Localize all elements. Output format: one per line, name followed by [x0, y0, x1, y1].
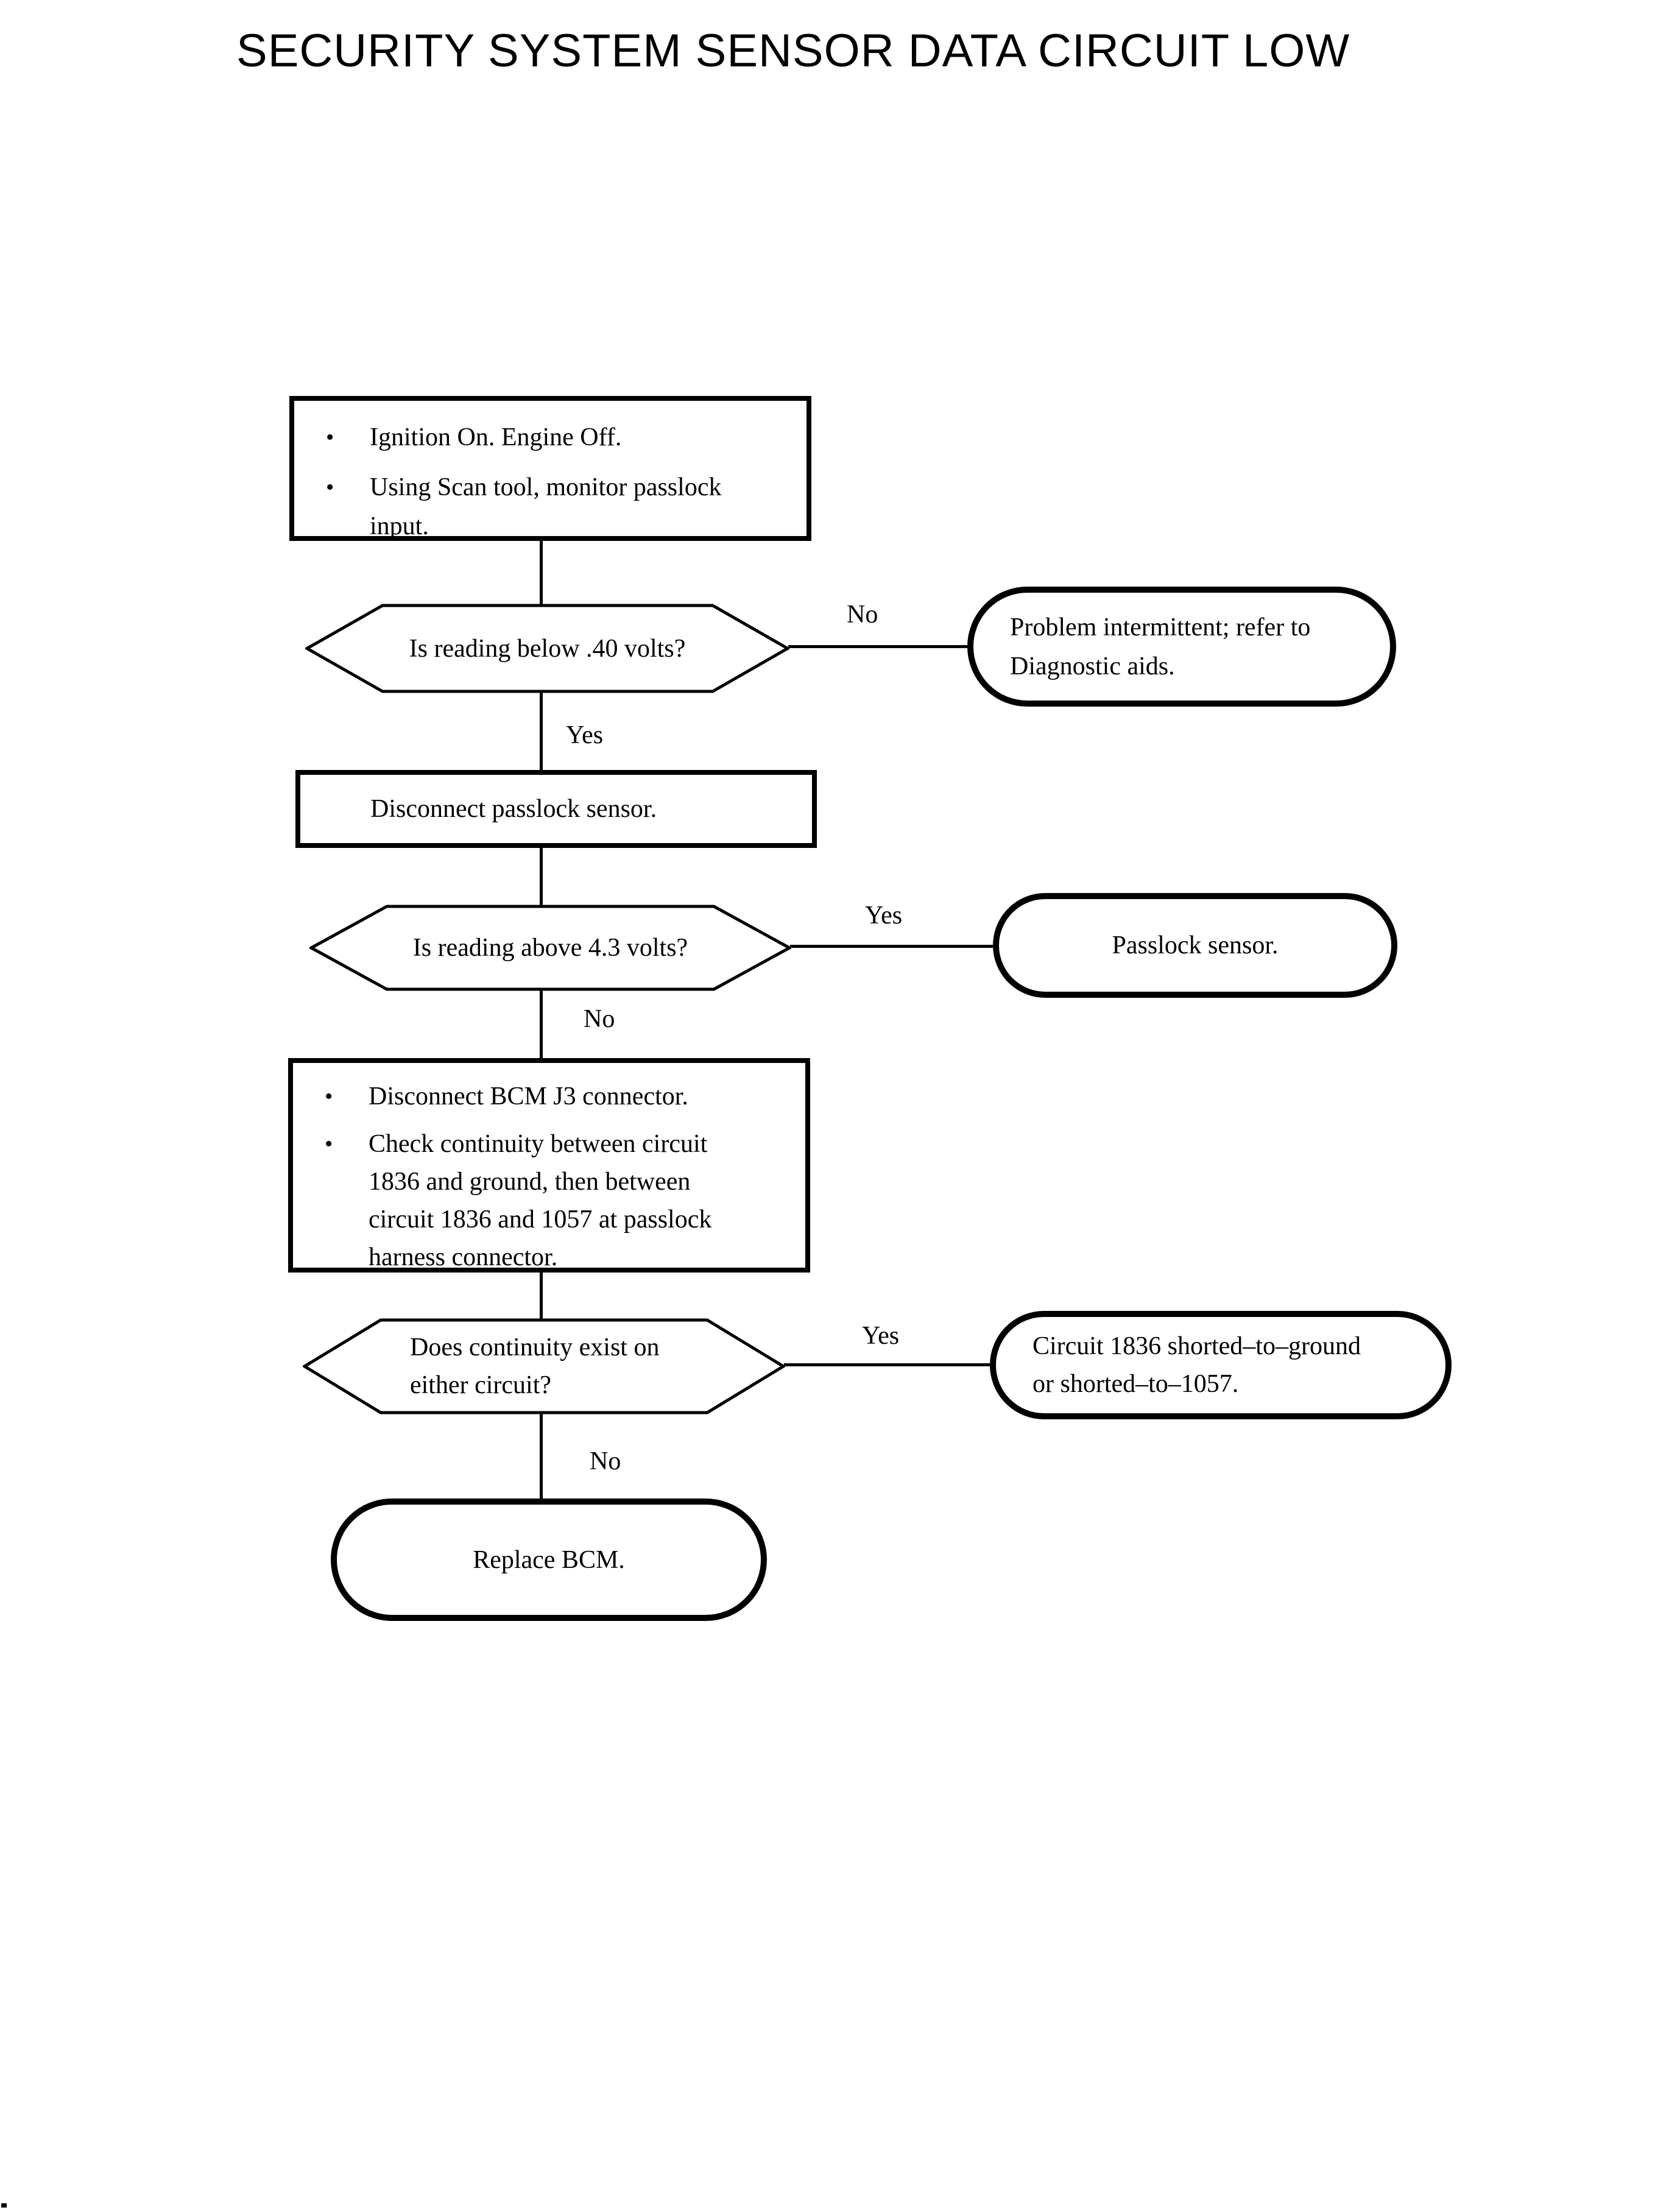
connector-decision3-terminal4: [540, 1413, 543, 1501]
edge-label-yes: Yes: [865, 902, 903, 930]
bullet-line: Using Scan tool, monitor passlock: [370, 473, 722, 501]
decision-question-line: either circuit?: [410, 1371, 552, 1399]
scan-artifact-speck: [1, 2203, 7, 2208]
terminal-text: Replace BCM.: [473, 1545, 625, 1574]
bullet-line: circuit 1836 and 1057 at passlock: [369, 1206, 712, 1234]
terminal-line: or shorted–to–1057.: [1032, 1370, 1239, 1398]
bullet-icon: •: [326, 475, 334, 500]
step-monitor-passlock-input: • Ignition On. Engine Off. • Using Scan …: [289, 396, 811, 541]
bullet-icon: •: [326, 425, 334, 450]
bullet-item: • Disconnect BCM J3 connector.: [325, 1078, 791, 1115]
edge-label-no: No: [847, 601, 878, 629]
edge-label-no: No: [590, 1447, 621, 1475]
bullet-icon: •: [325, 1084, 333, 1109]
terminal-passlock-sensor: Passlock sensor.: [993, 893, 1397, 998]
connector-decision1-terminal1: [788, 645, 970, 648]
connector-step3-decision3: [540, 1271, 543, 1321]
hexagon-shape: [303, 1318, 785, 1414]
edge-label-yes: Yes: [862, 1322, 900, 1350]
step-disconnect-passlock-sensor: Disconnect passlock sensor.: [295, 770, 817, 848]
page-title: SECURITY SYSTEM SENSOR DATA CIRCUIT LOW: [236, 25, 1350, 77]
step-text: Disconnect passlock sensor.: [370, 795, 657, 823]
bullet-line: Ignition On. Engine Off.: [370, 423, 622, 451]
decision-reading-below-040: Is reading below .40 volts?: [305, 604, 789, 693]
bullet-item: • Check continuity between circuit 1836 …: [325, 1125, 791, 1276]
bullet-line: Check continuity between circuit: [369, 1130, 708, 1158]
decision-question-line: Does continuity exist on: [410, 1333, 660, 1361]
terminal-line: Diagnostic aids.: [1010, 652, 1175, 680]
connector-decision2-terminal2: [790, 945, 997, 948]
terminal-circuit-shorted: Circuit 1836 shorted–to–ground or shorte…: [990, 1311, 1452, 1419]
terminal-problem-intermittent: Problem intermittent; refer to Diagnosti…: [967, 587, 1396, 707]
bullet-item: • Using Scan tool, monitor passlock inpu…: [326, 468, 792, 546]
connector-decision3-terminal3: [784, 1363, 990, 1366]
bullet-icon: •: [325, 1131, 333, 1157]
connector-decision2-step3: [540, 990, 543, 1061]
terminal-line: Circuit 1836 shorted–to–ground: [1032, 1332, 1361, 1360]
hexagon-shape: [305, 604, 789, 693]
terminal-line: Problem intermittent; refer to: [1010, 613, 1311, 641]
edge-label-no: No: [584, 1005, 615, 1033]
hexagon-shape: [309, 905, 791, 991]
bullet-line: harness connector.: [369, 1243, 558, 1271]
bullet-list: • Disconnect BCM J3 connector. • Check c…: [293, 1063, 805, 1276]
bullet-line: 1836 and ground, then between: [369, 1168, 691, 1196]
edge-label-yes: Yes: [566, 721, 604, 749]
connector-step2-decision2: [540, 847, 543, 907]
terminal-replace-bcm: Replace BCM.: [331, 1499, 767, 1621]
bullet-item: • Ignition On. Engine Off.: [326, 418, 792, 457]
step-disconnect-bcm-check-continuity: • Disconnect BCM J3 connector. • Check c…: [288, 1058, 810, 1273]
bullet-list: • Ignition On. Engine Off. • Using Scan …: [294, 401, 806, 546]
connector-decision1-step2: [540, 692, 543, 772]
terminal-text: Passlock sensor.: [1112, 931, 1279, 959]
bullet-line: Disconnect BCM J3 connector.: [369, 1082, 688, 1110]
bullet-line: input.: [370, 512, 429, 540]
decision-question: Is reading below .40 volts?: [409, 634, 686, 663]
decision-continuity-exists: Does continuity exist on either circuit?: [303, 1318, 785, 1414]
connector-step1-decision1: [540, 538, 543, 606]
decision-question: Is reading above 4.3 volts?: [412, 934, 688, 962]
decision-reading-above-43: Is reading above 4.3 volts?: [309, 905, 791, 991]
